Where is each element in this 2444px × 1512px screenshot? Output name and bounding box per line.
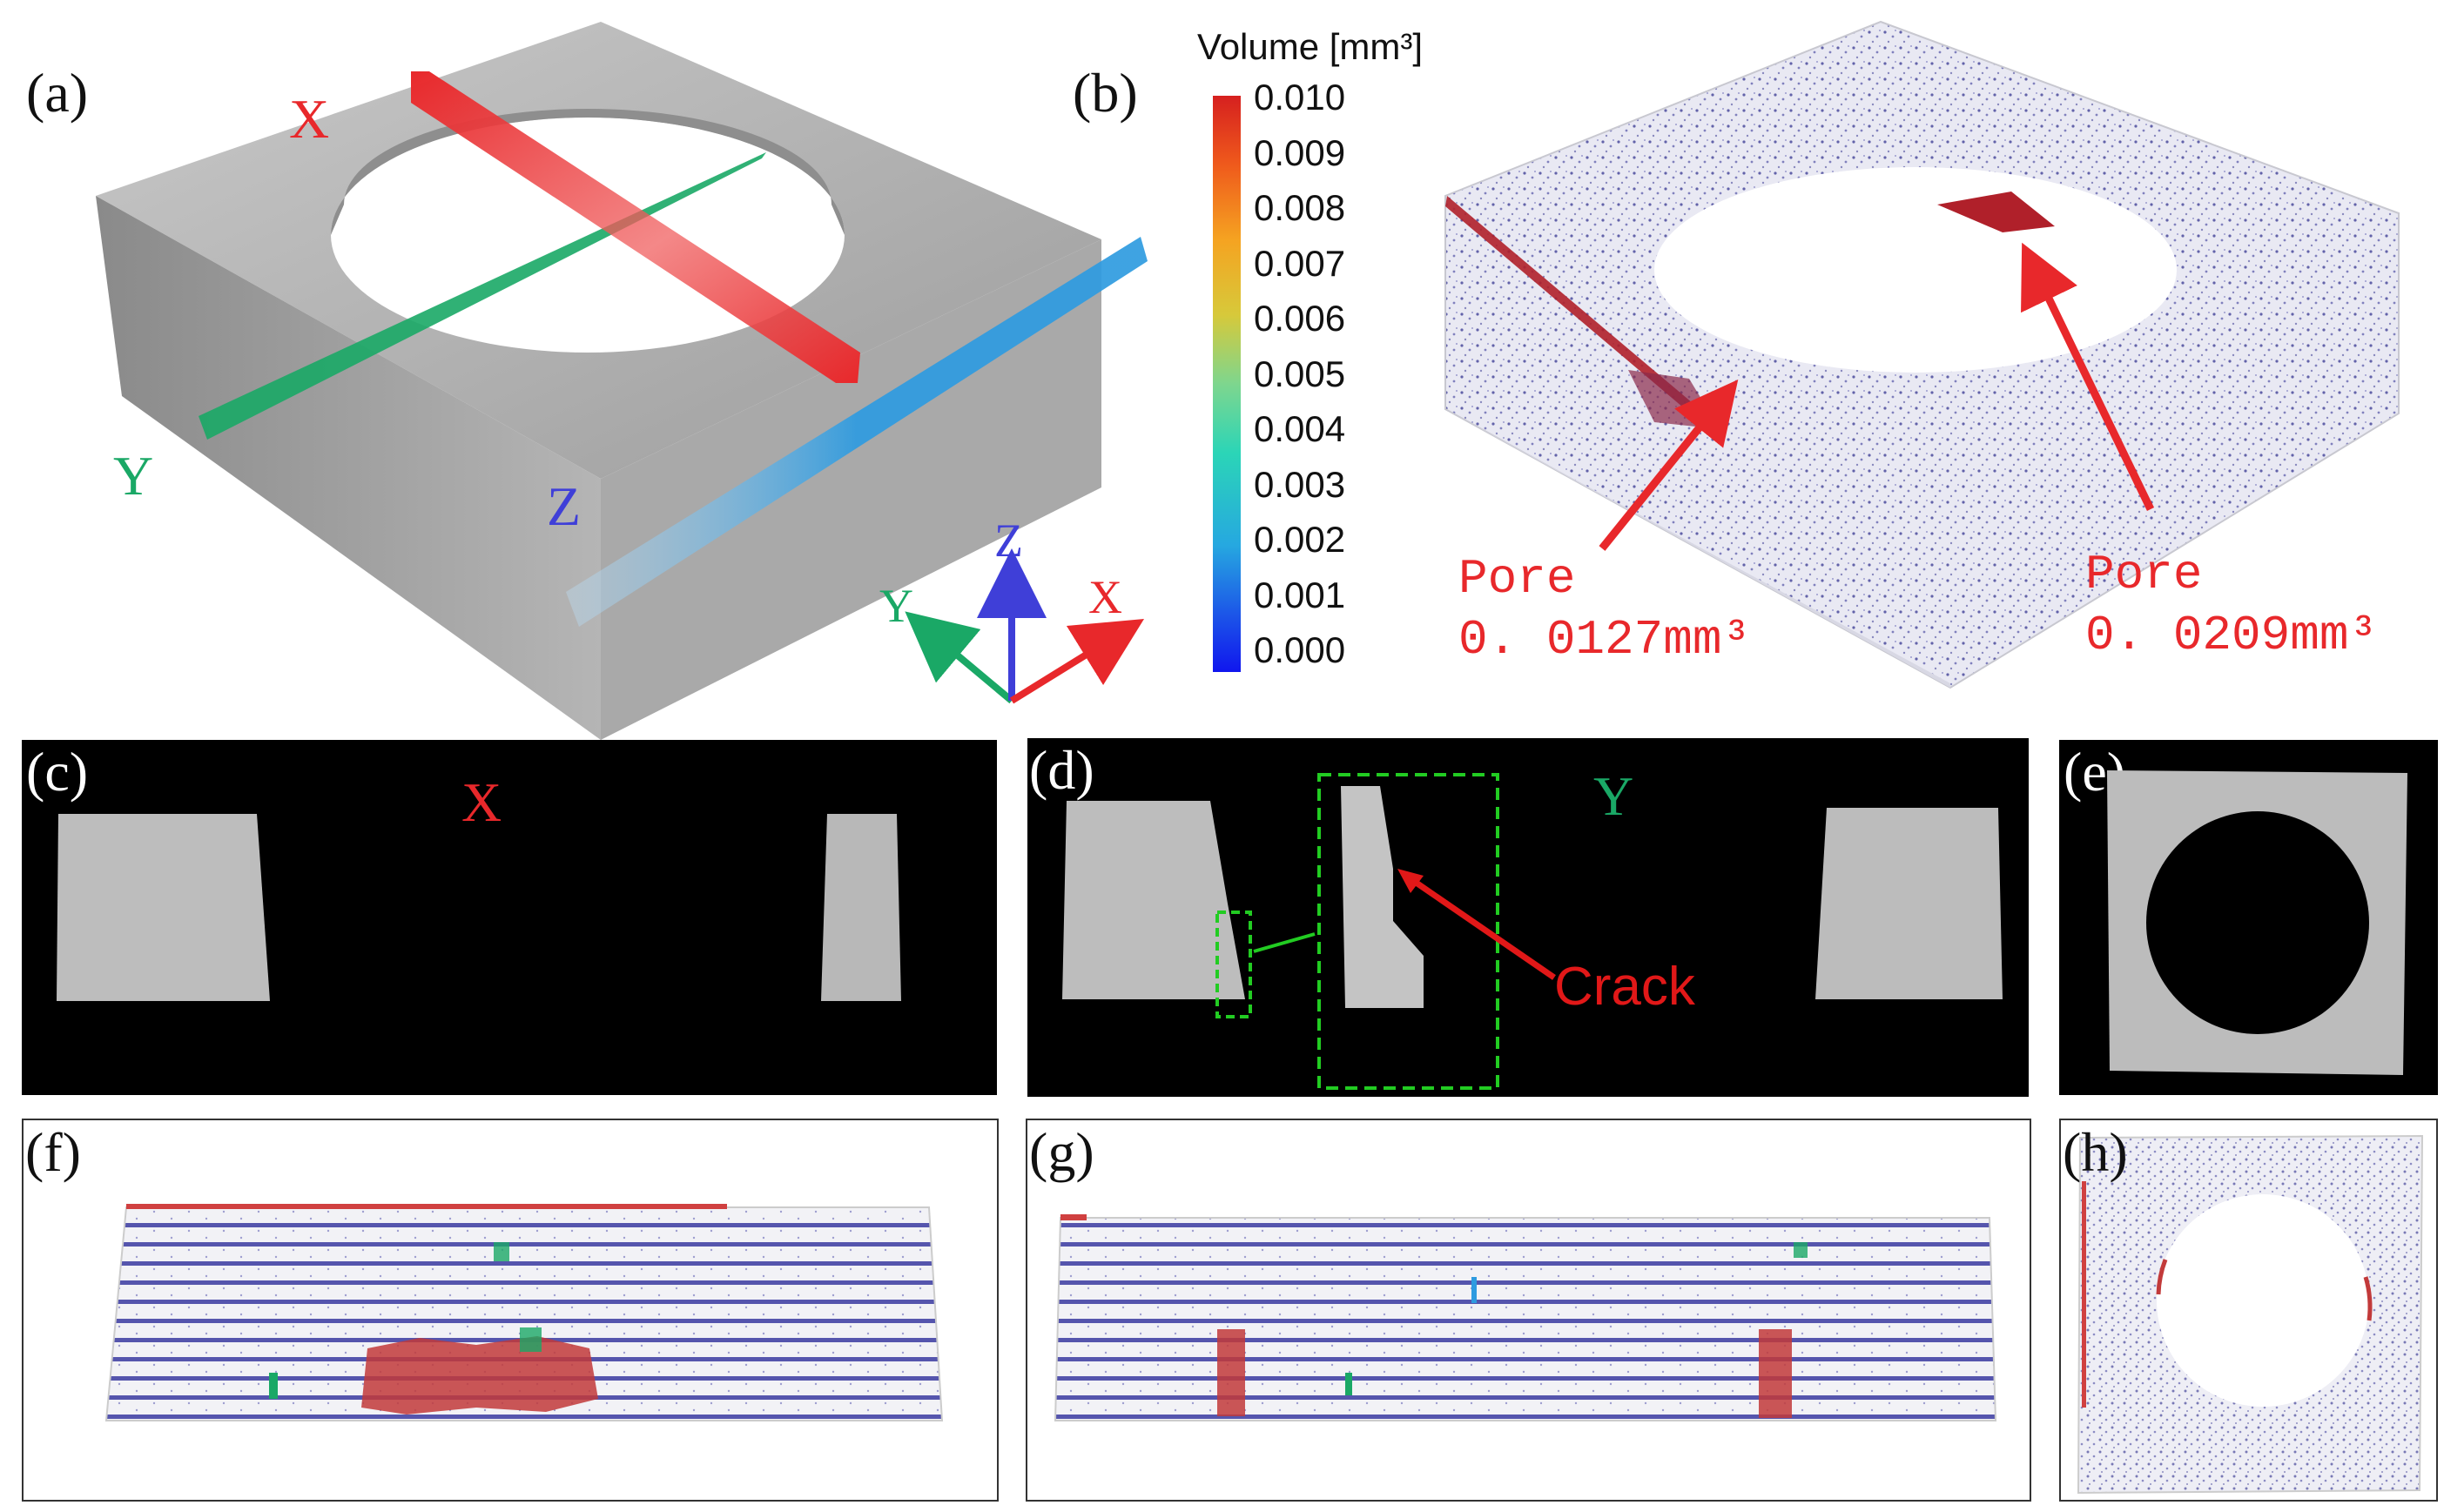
colorbar-tick-label: 0.002 bbox=[1254, 519, 1346, 560]
panel-e-slice: (e) Z bbox=[2059, 740, 2438, 1095]
slice-label-y: Y bbox=[1593, 765, 1634, 827]
colorbar-tick-label: 0.009 bbox=[1254, 131, 1346, 173]
panel-g-pore-map: (g) bbox=[1026, 1119, 2031, 1502]
axis-label-z: Z bbox=[547, 475, 582, 537]
panel-a-3d-part bbox=[96, 22, 1148, 740]
pore-annotation-right: Pore 0. 0209mm³ bbox=[2085, 544, 2378, 666]
pore-label-right: Pore bbox=[2085, 547, 2203, 602]
coordinate-triad-icon bbox=[905, 548, 1145, 704]
panel-c-slice: (c) X bbox=[22, 740, 997, 1095]
slice-label-x: X bbox=[461, 771, 502, 833]
panel-h-layers bbox=[2077, 1134, 2424, 1495]
colorbar-tick-label: 0.004 bbox=[1254, 408, 1346, 449]
pore-value-right: 0. 0209mm³ bbox=[2085, 608, 2379, 663]
colorbar-tick-label: 0.008 bbox=[1254, 187, 1346, 228]
slice-d-cross-sections bbox=[1062, 773, 2003, 1090]
panel-label-d: (d) bbox=[1029, 739, 1094, 801]
axis-label-x: X bbox=[289, 88, 330, 150]
panel-label-h: (h) bbox=[2063, 1121, 2128, 1183]
panel-g-layers bbox=[1054, 1214, 1997, 1421]
panel-h-pore-map: (h) bbox=[2059, 1119, 2438, 1502]
colorbar-title: Volume [mm³] bbox=[1197, 26, 1424, 67]
panel-b-pore-render bbox=[1444, 20, 2400, 689]
colorbar-tick-label: 0.001 bbox=[1254, 574, 1346, 615]
slice-c-cross-sections bbox=[57, 814, 901, 1001]
triad-label-y: Y bbox=[879, 580, 913, 632]
pore-arrows bbox=[1599, 242, 2155, 551]
pore-annotation-left: Pore 0. 0127mm³ bbox=[1458, 548, 1751, 670]
colorbar-tick-label: 0.003 bbox=[1254, 463, 1346, 505]
axis-label-y: Y bbox=[113, 445, 154, 507]
colorbar-tick-label: 0.010 bbox=[1254, 77, 1346, 118]
crack-label: Crack bbox=[1554, 957, 1695, 1017]
panel-label-g: (g) bbox=[1029, 1121, 1094, 1183]
colorbar-gradient bbox=[1213, 96, 1241, 672]
slice-e-cross-section bbox=[2107, 770, 2407, 1075]
colorbar-tick-label: 0.000 bbox=[1254, 629, 1346, 670]
panel-label-c: (c) bbox=[26, 741, 89, 803]
triad-label-z: Z bbox=[994, 514, 1023, 567]
triad-label-x: X bbox=[1088, 571, 1122, 623]
pore-label-left: Pore bbox=[1458, 551, 1576, 607]
panel-label-f: (f) bbox=[25, 1121, 81, 1183]
colorbar-tick-label: 0.006 bbox=[1254, 298, 1346, 339]
colorbar-tick-label: 0.005 bbox=[1254, 353, 1346, 394]
panel-label-a: (a) bbox=[26, 62, 89, 124]
colorbar-tick-label: 0.007 bbox=[1254, 242, 1346, 284]
panel-label-b: (b) bbox=[1073, 62, 1138, 124]
panel-f-pore-map: (f) bbox=[22, 1119, 999, 1502]
pore-value-left: 0. 0127mm³ bbox=[1458, 612, 1752, 668]
panel-d-slice: (d) Y Crack bbox=[1027, 738, 2029, 1097]
panel-f-layers bbox=[104, 1204, 944, 1421]
